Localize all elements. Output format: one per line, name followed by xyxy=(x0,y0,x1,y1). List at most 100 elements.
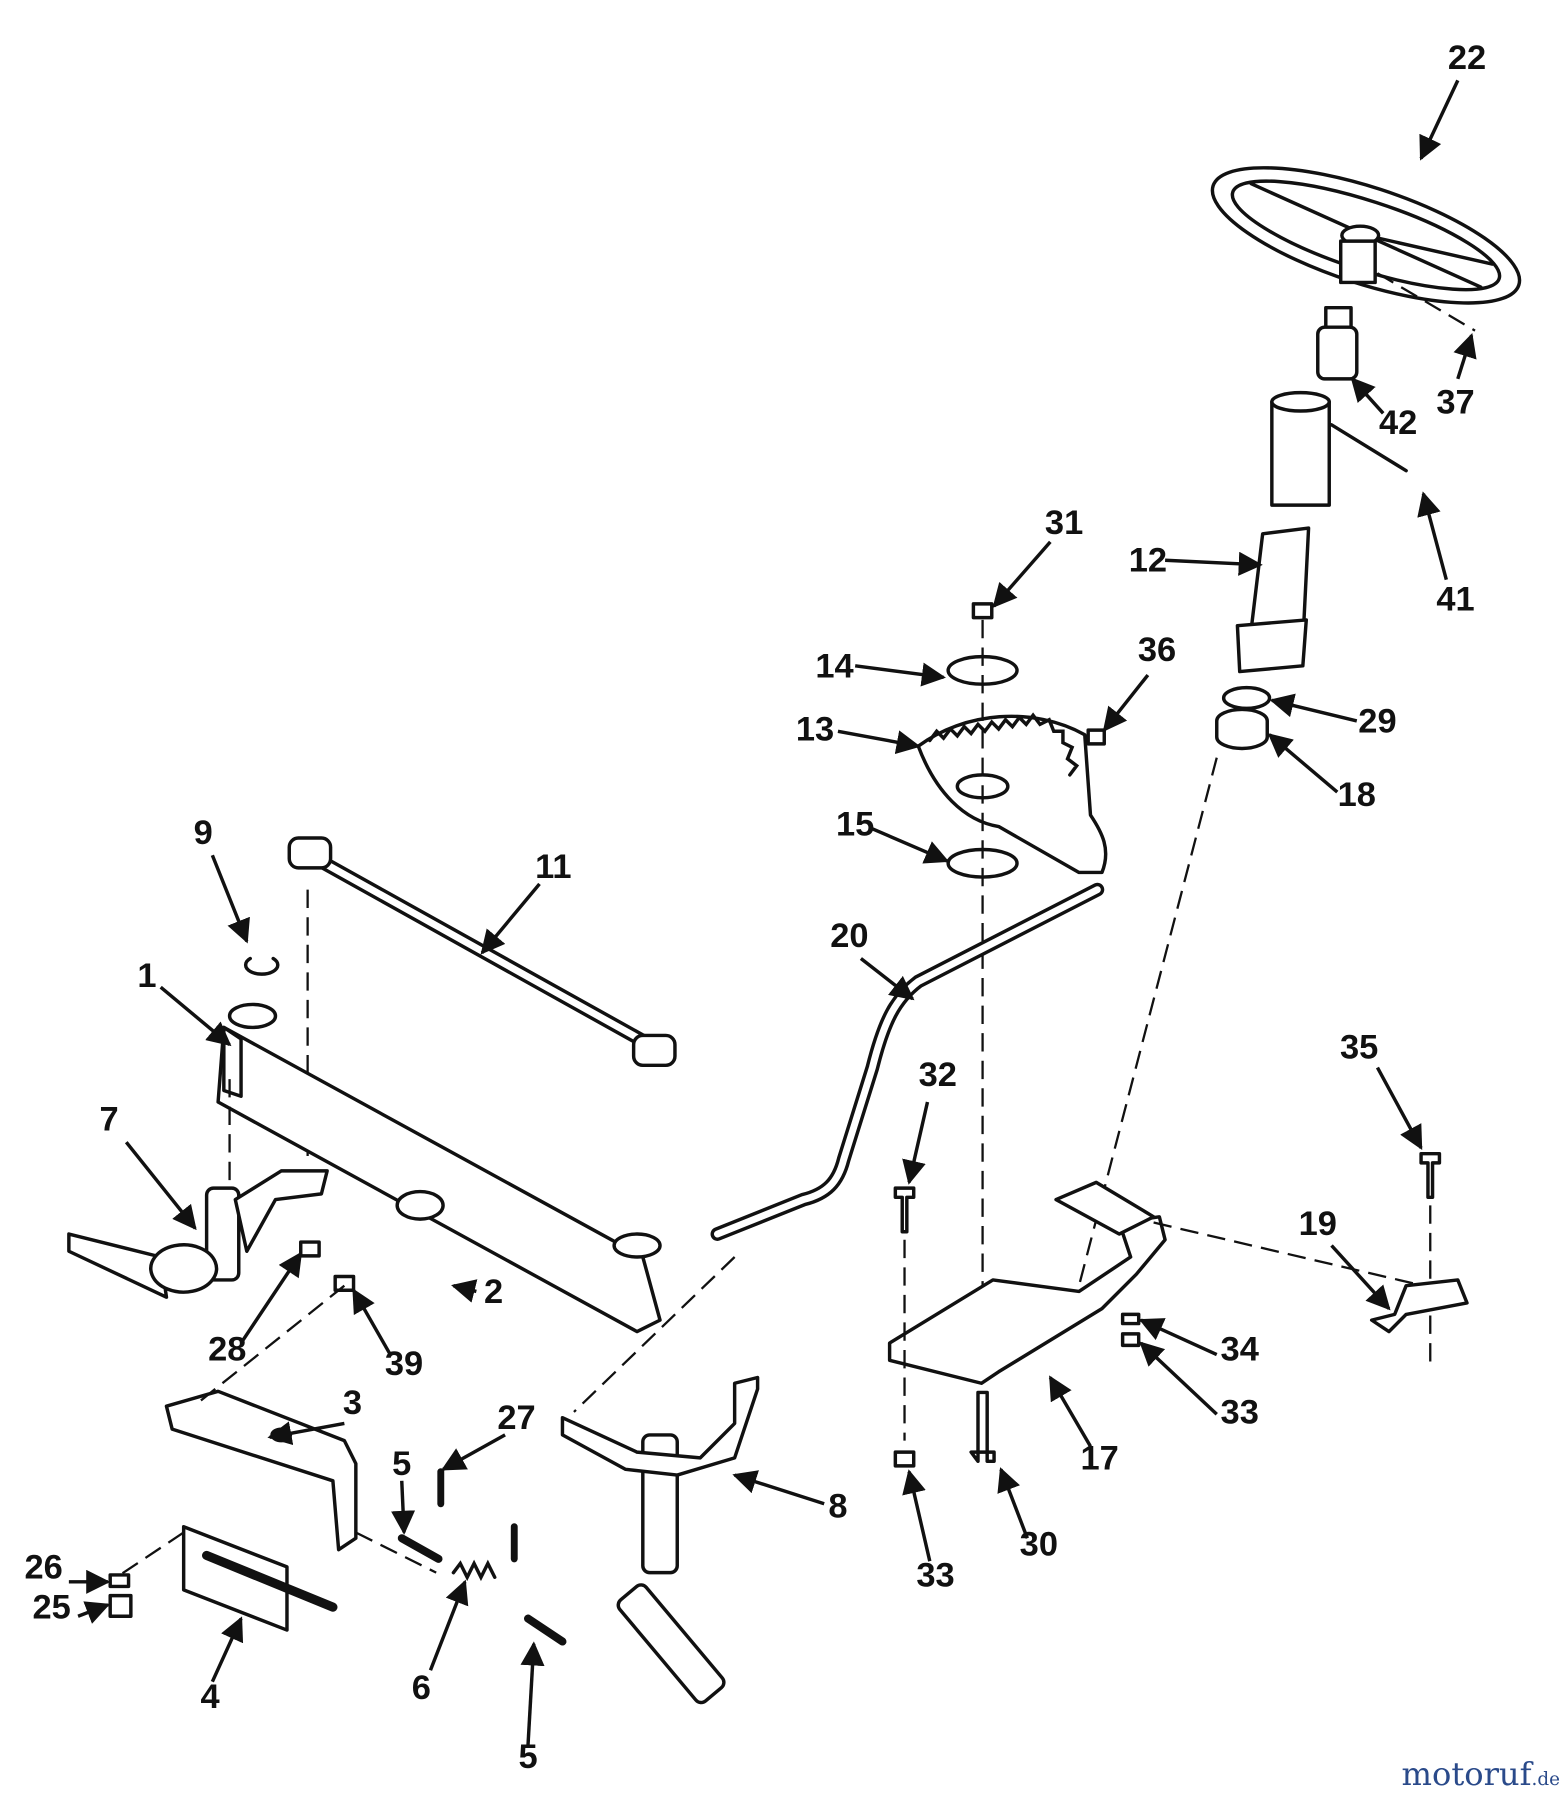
leader-arrow xyxy=(391,1480,416,1535)
callout-18: 18 xyxy=(1267,733,1376,814)
leader-arrow xyxy=(1417,491,1448,581)
leader-arrow xyxy=(352,1288,392,1356)
spindle-left xyxy=(67,1169,329,1299)
leader-arrow xyxy=(210,854,250,944)
callout-number: 5 xyxy=(518,1738,537,1776)
callout-3: 3 xyxy=(267,1384,362,1446)
leader-arrow xyxy=(1453,332,1477,380)
callout-number: 22 xyxy=(1448,39,1486,77)
callout-number: 37 xyxy=(1436,383,1474,421)
bearing-29 xyxy=(1221,685,1272,711)
callout-25: 25 xyxy=(33,1589,111,1627)
callout-number: 34 xyxy=(1221,1330,1259,1368)
callout-30: 30 xyxy=(997,1467,1058,1563)
drag-link xyxy=(710,882,1105,1241)
leader-arrow xyxy=(1350,377,1385,415)
callout-number: 6 xyxy=(412,1669,431,1707)
leader-arrow xyxy=(1267,733,1339,794)
steering-wheel xyxy=(1210,166,1522,305)
callout-20: 20 xyxy=(830,917,915,1001)
callout-5: 5 xyxy=(518,1641,545,1776)
leader-arrow xyxy=(440,1433,506,1471)
retaining-ring-9 xyxy=(243,956,280,976)
leader-arrow xyxy=(239,1251,303,1345)
pin-5-upper xyxy=(397,1534,443,1563)
bolt-30 xyxy=(969,1390,996,1464)
callout-number: 30 xyxy=(1020,1525,1058,1563)
callout-number: 36 xyxy=(1138,631,1176,669)
nut-39 xyxy=(333,1274,356,1292)
callout-number: 13 xyxy=(796,710,834,748)
callout-28: 28 xyxy=(208,1251,303,1368)
callout-number: 33 xyxy=(916,1556,954,1594)
leader-arrow xyxy=(992,540,1052,608)
leader-arrow xyxy=(871,827,950,864)
bracket-19 xyxy=(1369,1278,1469,1334)
callout-32: 32 xyxy=(902,1056,957,1185)
spindle-right xyxy=(560,1375,760,1705)
callout-36: 36 xyxy=(1102,631,1176,733)
callout-14: 14 xyxy=(815,647,946,687)
callout-number: 27 xyxy=(497,1399,535,1437)
callout-11: 11 xyxy=(480,848,571,955)
leader-arrow xyxy=(1048,1375,1092,1448)
leader-arrow xyxy=(1419,79,1460,161)
callout-26: 26 xyxy=(24,1548,111,1594)
callout-number: 9 xyxy=(194,814,213,852)
leader-arrow xyxy=(854,662,946,687)
callout-number: 12 xyxy=(1129,542,1167,580)
leader-arrow xyxy=(997,1467,1029,1539)
callout-number: 42 xyxy=(1379,404,1417,442)
callout-34: 34 xyxy=(1138,1318,1259,1368)
leader-arrow xyxy=(210,1616,244,1683)
callout-number: 11 xyxy=(535,848,571,886)
screw-35 xyxy=(1419,1151,1442,1200)
leader-arrow xyxy=(1165,551,1263,576)
callout-number: 1 xyxy=(137,957,156,995)
callout-6: 6 xyxy=(412,1579,469,1707)
leader-arrow xyxy=(1138,1318,1218,1357)
leader-arrow xyxy=(1269,693,1358,723)
callout-12: 12 xyxy=(1129,542,1263,580)
callout-number: 14 xyxy=(815,647,853,685)
callout-number: 20 xyxy=(830,917,868,955)
leader-arrow xyxy=(159,985,232,1047)
leader-arrow xyxy=(124,1141,197,1231)
callout-31: 31 xyxy=(992,504,1083,608)
leader-arrow xyxy=(428,1579,469,1671)
leader-arrow xyxy=(480,882,541,955)
callout-33: 33 xyxy=(902,1469,955,1594)
callout-41: 41 xyxy=(1417,491,1475,619)
front-axle xyxy=(216,1002,662,1334)
callout-number: 15 xyxy=(836,806,874,844)
pin-5-lower xyxy=(524,1614,567,1646)
callout-number: 7 xyxy=(99,1101,118,1139)
callout-13: 13 xyxy=(796,710,921,755)
leader-arrow xyxy=(520,1641,545,1745)
watermark: motoruf.de xyxy=(1402,1755,1560,1793)
nut-36 xyxy=(1086,728,1106,746)
callout-15: 15 xyxy=(836,806,950,864)
callout-2: 2 xyxy=(451,1273,503,1311)
callout-number: 28 xyxy=(208,1330,246,1368)
callout-number: 29 xyxy=(1358,702,1396,740)
washer-34 xyxy=(1120,1312,1141,1326)
leader-arrow xyxy=(902,1101,930,1185)
callout-number: 4 xyxy=(200,1678,219,1716)
callout-number: 39 xyxy=(385,1345,423,1383)
sector-gear xyxy=(916,712,1108,875)
steering-support xyxy=(887,1180,1167,1385)
callout-17: 17 xyxy=(1048,1375,1119,1477)
callout-number: 33 xyxy=(1221,1393,1259,1431)
callout-29: 29 xyxy=(1269,693,1397,740)
callout-number: 3 xyxy=(343,1384,362,1422)
callout-number: 2 xyxy=(484,1273,503,1311)
callout-27: 27 xyxy=(440,1399,536,1471)
leader-arrow xyxy=(1330,1244,1391,1311)
spring-6 xyxy=(451,1559,497,1582)
nut-31 xyxy=(971,602,994,620)
callout-8: 8 xyxy=(732,1470,848,1526)
callout-5: 5 xyxy=(391,1445,416,1535)
callout-33: 33 xyxy=(1139,1341,1259,1431)
